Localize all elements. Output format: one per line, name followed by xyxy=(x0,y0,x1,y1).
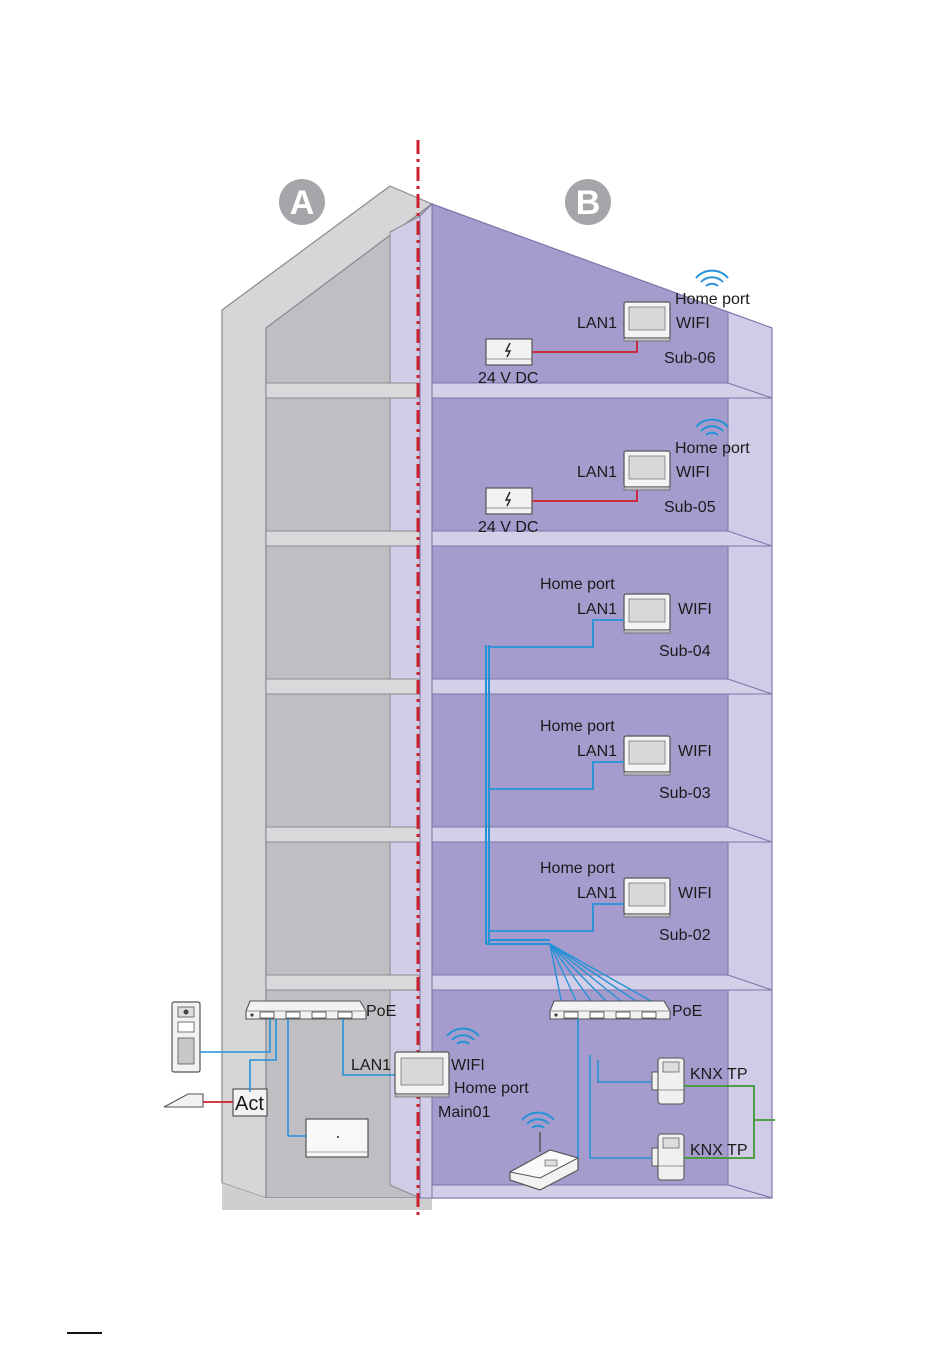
power-supply-icon xyxy=(486,339,532,365)
home-port-label: Home port xyxy=(540,718,615,735)
home-port-label: Home port xyxy=(675,291,750,308)
poe-label-right: PoE xyxy=(672,1003,702,1020)
main-home-port-label: Home port xyxy=(454,1080,529,1097)
lan1-label: LAN1 xyxy=(577,464,617,481)
building-b xyxy=(420,204,772,1198)
device-name-label: Sub-03 xyxy=(659,785,711,802)
lan1-label: LAN1 xyxy=(577,885,617,902)
actuator-label: Act xyxy=(235,1093,264,1115)
knx-label-1: KNX TP xyxy=(690,1066,748,1083)
zone-b-label: B xyxy=(576,184,601,222)
indoor-monitor-main01 xyxy=(395,1052,449,1097)
main-lan1-label: LAN1 xyxy=(351,1057,391,1074)
psu-voltage-label: 24 V DC xyxy=(478,519,538,536)
device-name-label: Sub-06 xyxy=(664,350,716,367)
indoor-monitor-sub-02 xyxy=(624,878,670,917)
wifi-icon xyxy=(696,271,728,286)
wifi-label: WIFI xyxy=(676,315,710,332)
knx-label-2: KNX TP xyxy=(690,1142,748,1159)
home-port-label: Home port xyxy=(675,440,750,457)
door-lock-icon xyxy=(164,1094,203,1107)
power-supply-icon xyxy=(486,488,532,514)
indoor-monitor-sub-06 xyxy=(624,302,670,341)
lan1-label: LAN1 xyxy=(577,743,617,760)
lan1-label: LAN1 xyxy=(577,601,617,618)
poe-switch-left xyxy=(246,1001,366,1019)
indoor-monitor-sub-05 xyxy=(624,451,670,490)
indoor-monitor-sub-03 xyxy=(624,736,670,775)
home-port-label: Home port xyxy=(540,576,615,593)
wifi-label: WIFI xyxy=(676,464,710,481)
home-port-label: Home port xyxy=(540,860,615,877)
indoor-monitor-sub-04 xyxy=(624,594,670,633)
wifi-label: WIFI xyxy=(678,885,712,902)
main-device-name-label: Main01 xyxy=(438,1104,491,1121)
device-name-label: Sub-05 xyxy=(664,499,716,516)
psu-voltage-label: 24 V DC xyxy=(478,370,538,387)
zone-a-label: A xyxy=(290,184,315,222)
control-unit-icon xyxy=(306,1119,368,1157)
outdoor-station-icon xyxy=(172,1002,200,1072)
device-name-label: Sub-02 xyxy=(659,927,711,944)
device-name-label: Sub-04 xyxy=(659,643,711,660)
main-wifi-label: WIFI xyxy=(451,1057,485,1074)
poe-label-left: PoE xyxy=(366,1003,396,1020)
poe-switch-right xyxy=(550,1001,670,1019)
wifi-label: WIFI xyxy=(678,601,712,618)
wifi-label: WIFI xyxy=(678,743,712,760)
lan1-label: LAN1 xyxy=(577,315,617,332)
